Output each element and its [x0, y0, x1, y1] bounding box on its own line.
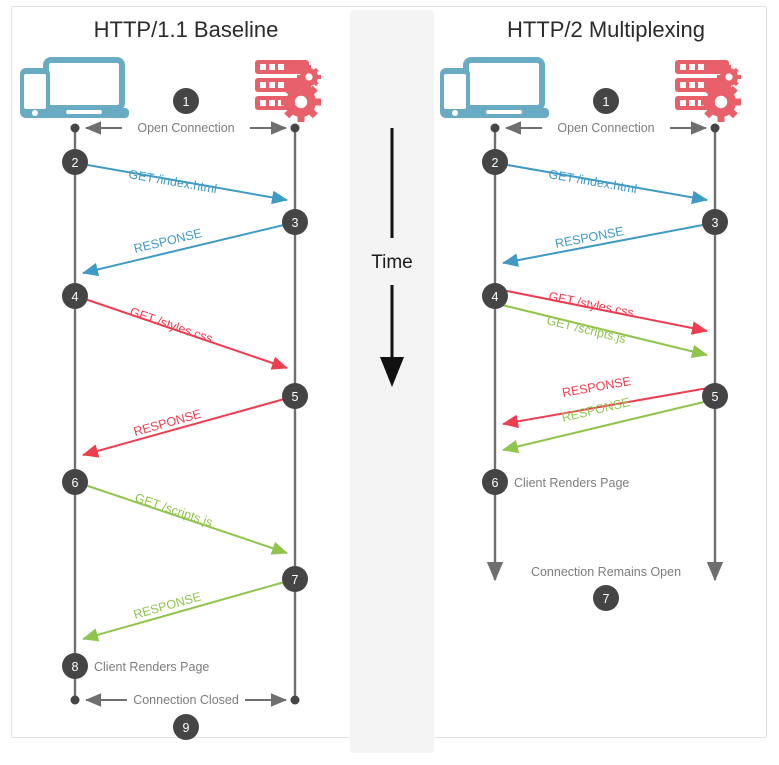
step-number: 5: [292, 390, 299, 404]
message-get-index-right: GET /index.html: [501, 163, 708, 205]
message-label: GET /styles.css: [128, 305, 214, 346]
markers-http2: 1 2 3 4 5 6 7: [482, 88, 728, 611]
note-label: Connection Remains Open: [531, 565, 681, 579]
step-number: 3: [292, 216, 299, 230]
step-number: 4: [492, 290, 499, 304]
message-label: Connection Closed: [133, 693, 239, 707]
client-icon-right: [440, 57, 549, 118]
message-get-index-left: GET /index.html: [81, 163, 288, 205]
note-label: Client Renders Page: [94, 660, 209, 674]
message-get-styles-left: GET /styles.css: [81, 297, 288, 370]
note-client-renders-right: Client Renders Page: [514, 476, 629, 490]
message-response-index-right: RESPONSE: [502, 223, 709, 267]
note-label: Client Renders Page: [514, 476, 629, 490]
message-open-connection-right: Open Connection: [505, 121, 707, 135]
step-marker: 6: [62, 469, 88, 495]
step-marker: 5: [282, 383, 308, 409]
step-number: 2: [72, 156, 79, 170]
step-number: 6: [492, 476, 499, 490]
message-get-styles-right: GET /styles.css: [501, 289, 708, 335]
step-number: 4: [72, 290, 79, 304]
server-icon-right: [675, 60, 741, 122]
step-number: 5: [712, 390, 719, 404]
step-marker: 2: [62, 149, 88, 175]
panel-title-http2: HTTP/2 Multiplexing: [507, 17, 705, 42]
step-number: 2: [492, 156, 499, 170]
step-marker: 4: [482, 283, 508, 309]
step-number: 9: [183, 721, 190, 735]
markers-http11: 1 2 3 4 5 6 7 8 9: [62, 88, 308, 740]
time-axis: Time: [371, 128, 413, 387]
message-label: GET /scripts.js: [545, 313, 627, 346]
message-response-scripts-right: RESPONSE: [502, 395, 709, 454]
step-number: 7: [292, 573, 299, 587]
step-marker: 2: [482, 149, 508, 175]
message-response-styles-right: RESPONSE: [502, 374, 709, 429]
step-marker: 7: [282, 566, 308, 592]
time-label: Time: [371, 252, 413, 273]
step-marker: 7: [593, 585, 619, 611]
panel-title-http11: HTTP/1.1 Baseline: [94, 17, 279, 42]
step-number: 6: [72, 476, 79, 490]
step-marker: 1: [173, 88, 199, 114]
lifelines-http2: [486, 123, 724, 582]
step-marker: 4: [62, 283, 88, 309]
message-open-connection-left: Open Connection: [85, 121, 287, 135]
step-number: 1: [603, 95, 610, 109]
step-marker: 3: [282, 209, 308, 235]
step-marker: 3: [702, 209, 728, 235]
step-number: 1: [183, 95, 190, 109]
message-response-styles-left: RESPONSE: [82, 397, 289, 458]
message-label: Open Connection: [137, 121, 234, 135]
message-label: GET /index.html: [127, 167, 217, 196]
step-number: 3: [712, 216, 719, 230]
step-marker: 9: [173, 714, 199, 740]
step-marker: 1: [593, 88, 619, 114]
step-number: 7: [603, 592, 610, 606]
step-marker: 5: [702, 383, 728, 409]
message-label: RESPONSE: [132, 590, 203, 622]
client-icon-left: [20, 57, 129, 118]
message-response-index-left: RESPONSE: [82, 223, 289, 277]
message-response-scripts-left: RESPONSE: [82, 580, 289, 642]
step-number: 8: [72, 660, 79, 674]
note-client-renders-left: Client Renders Page: [94, 660, 209, 674]
message-label: GET /scripts.js: [133, 491, 214, 530]
message-label: Open Connection: [557, 121, 654, 135]
step-marker: 8: [62, 653, 88, 679]
message-label: GET /index.html: [547, 167, 637, 196]
note-connection-remains-open: Connection Remains Open: [531, 565, 681, 579]
message-label: RESPONSE: [560, 395, 631, 425]
server-icon-left: [255, 60, 321, 122]
message-get-scripts-left: GET /scripts.js: [81, 483, 288, 555]
message-connection-closed-left: Connection Closed: [85, 693, 287, 707]
message-label: RESPONSE: [132, 407, 203, 439]
step-marker: 6: [482, 469, 508, 495]
message-label: RESPONSE: [132, 226, 203, 256]
